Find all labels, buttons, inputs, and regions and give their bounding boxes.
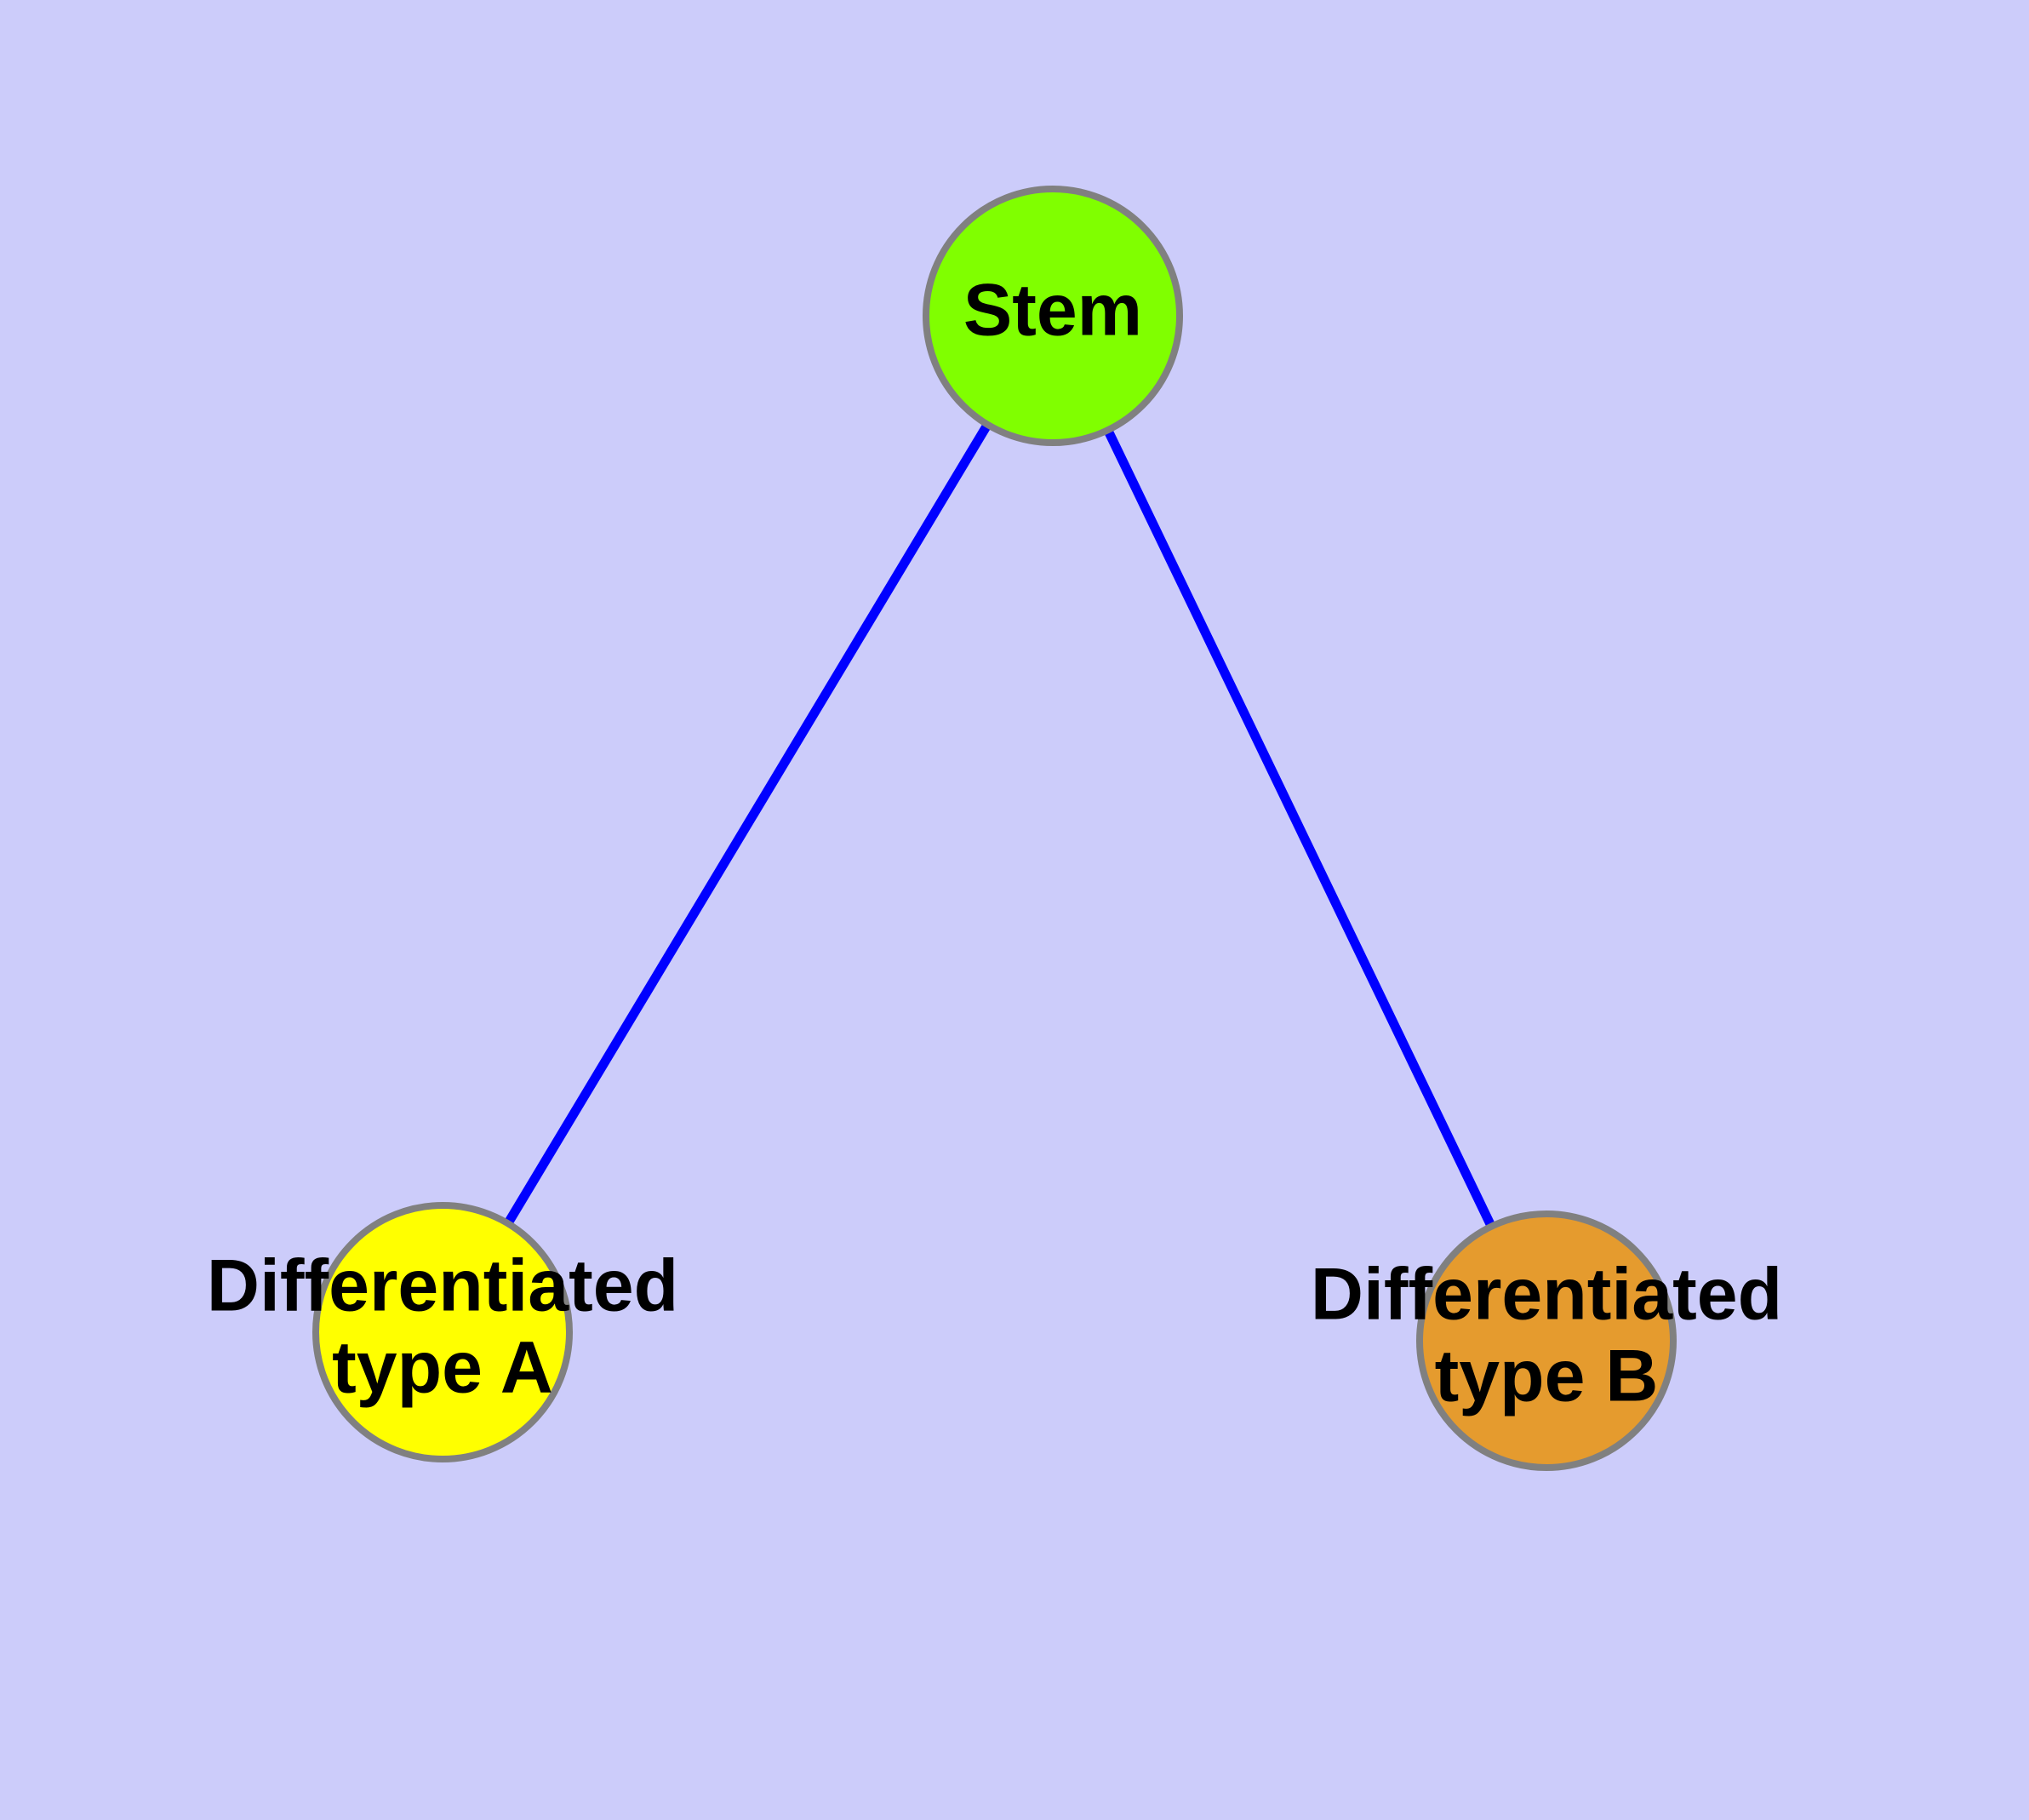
node-label-diff_a-line-2: type A [332, 1327, 553, 1409]
node-label-diff_b-line-2: type B [1435, 1336, 1659, 1417]
node-circle-stem[interactable] [923, 186, 1183, 446]
edge-stem-diff-b[interactable] [1101, 425, 1498, 1232]
node-circle-diff_a[interactable] [312, 1202, 573, 1462]
node-label-stem-line-1: Stem [963, 270, 1142, 352]
node-label-diff_b-line-1: Differentiated [1311, 1254, 1782, 1336]
node-label-diff_a-line-1: Differentiated [207, 1245, 678, 1327]
node-circle-diff_b[interactable] [1416, 1210, 1677, 1471]
node-stem[interactable]: Stem [923, 186, 1183, 446]
edge-stem-diff-a[interactable] [501, 419, 994, 1229]
edge-layer [501, 419, 1498, 1232]
